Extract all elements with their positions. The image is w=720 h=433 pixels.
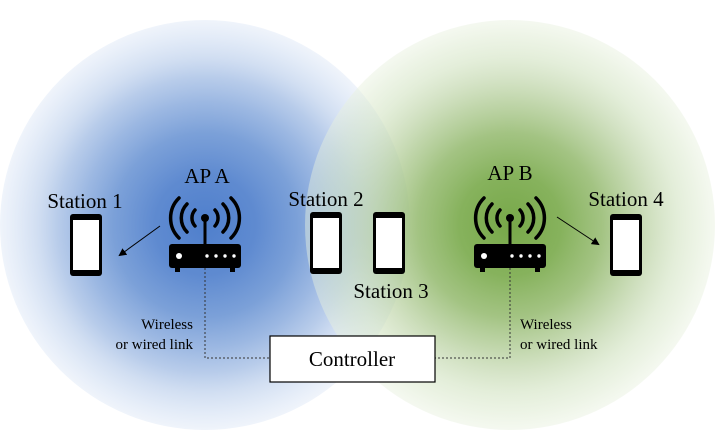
link-ap-a-controller bbox=[204, 268, 270, 359]
phone-icon-station-4[interactable] bbox=[610, 214, 642, 276]
link-label-b-line2: or wired link bbox=[520, 337, 598, 353]
arrow-ap-a-to-station-1 bbox=[118, 225, 161, 257]
station-4-label: Station 4 bbox=[588, 187, 664, 211]
link-label-a-line2: or wired link bbox=[116, 337, 194, 353]
link-label-b-line1: Wireless bbox=[520, 317, 572, 333]
phone-icon-station-2[interactable] bbox=[310, 212, 342, 274]
controller-box[interactable]: Controller bbox=[269, 335, 436, 383]
link-ap-b-controller bbox=[435, 268, 511, 359]
ap-b-label: AP B bbox=[487, 161, 532, 185]
station-2-label: Station 2 bbox=[288, 187, 363, 211]
controller-label: Controller bbox=[309, 347, 395, 371]
phone-icon-station-1[interactable] bbox=[70, 214, 102, 276]
link-label-a-line1: Wireless bbox=[141, 317, 193, 333]
phone-icon-station-3[interactable] bbox=[373, 212, 405, 274]
station-3-label: Station 3 bbox=[353, 279, 428, 303]
arrow-ap-b-to-station-4 bbox=[556, 216, 600, 246]
ap-a-label: AP A bbox=[184, 164, 230, 188]
station-1-label: Station 1 bbox=[47, 189, 122, 213]
